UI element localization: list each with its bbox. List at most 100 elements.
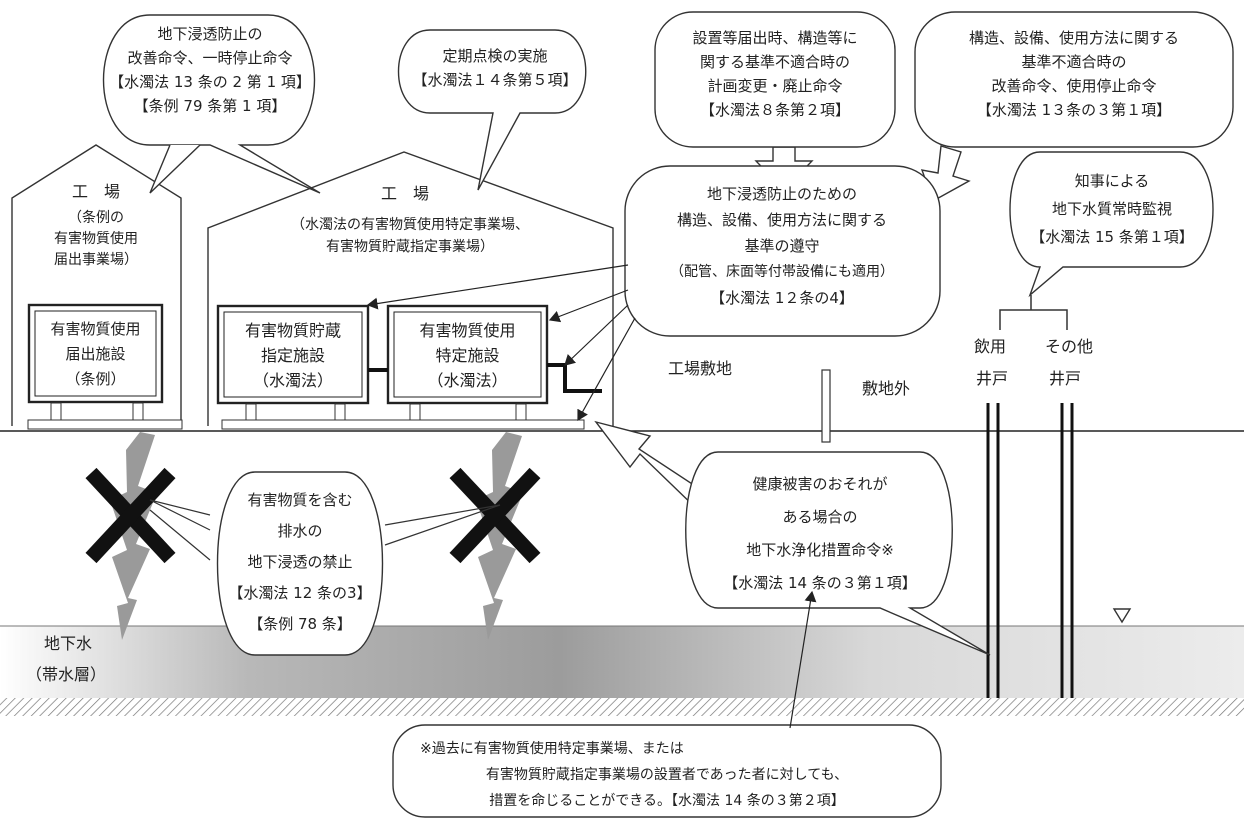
storage-facility-line-2: 指定施設	[260, 346, 325, 365]
noncompliance-text: 構造、設備、使用方法に関する 基準不適合時の 改善命令、使用停止命令 【水濁法 …	[922, 26, 1226, 122]
bubble-infiltration-ban	[216, 471, 384, 656]
periodic-inspection-line-2: 【水濁法１４条第５項】	[412, 71, 578, 89]
lightning-bolt-left	[110, 432, 157, 640]
main-factory-title: 工 場	[380, 184, 429, 203]
improvement-order-text: 地下浸透防止の 改善命令、一時停止命令 【水濁法 13 条の 2 第 1 項】 …	[100, 22, 320, 118]
plan-change-line-1: 設置等届出時、構造等に	[692, 29, 858, 47]
aquifer-band	[0, 626, 1244, 698]
periodic-inspection-line-1: 定期点検の実施	[442, 47, 548, 65]
standards-text: 地下浸透防止のための 構造、設備、使用方法に関する 基準の遵守 （配管、床面等付…	[632, 181, 932, 311]
drinking-well	[986, 403, 1000, 698]
ordinance-facility-label: 有害物質使用 届出施設 （条例）	[37, 317, 154, 392]
premises-label: 工場敷地	[668, 359, 733, 378]
improvement-order-line-4: 【条例 79 条第 1 項】	[133, 97, 287, 115]
governor-monitoring-line-3: 【水濁法 15 条第１項】	[1030, 228, 1194, 246]
footnote-text: ※過去に有害物質使用特定事業場、または 有害物質貯蔵指定事業場の設置者であった者…	[400, 736, 934, 814]
governor-monitoring-line-1: 知事による	[1074, 172, 1150, 190]
bubble-infiltration-ban-tails	[149, 499, 501, 561]
aquifer-label: （帯水層）	[26, 665, 107, 684]
water-level-icon	[1112, 608, 1132, 624]
left-factory-desc-line-2: 有害物質使用	[54, 231, 138, 247]
standards-line-3: 基準の遵守	[744, 237, 820, 255]
offsite-label: 敷地外	[862, 379, 911, 398]
infiltration-ban-line-1: 有害物質を含む	[247, 491, 353, 509]
noncompliance-line-2: 基準不適合時の	[1021, 53, 1127, 71]
left-factory-desc: （条例の 有害物質使用 届出事業場）	[20, 208, 172, 271]
main-factory-desc-line-1: （水濁法の有害物質使用特定事業場、	[291, 217, 529, 233]
drinking-well-label-1: 飲用	[974, 337, 1007, 356]
standards-line-4: （配管、床面等付帯設備にも適用）	[670, 264, 894, 280]
periodic-inspection-text: 定期点検の実施 【水濁法１４条第５項】	[400, 44, 590, 92]
specified-facility-line-2: 特定施設	[435, 346, 500, 365]
infiltration-ban-line-5: 【条例 78 条】	[248, 615, 352, 633]
main-factory-desc: （水濁法の有害物質使用特定事業場、 有害物質貯蔵指定事業場）	[230, 214, 590, 258]
ordinance-facility-line-1: 有害物質使用	[50, 320, 141, 338]
footnote-arrow	[789, 590, 817, 729]
facility-frame-storage	[216, 304, 370, 421]
bubble-plan-change	[654, 11, 896, 148]
left-factory-title: 工 場	[71, 182, 120, 201]
left-factory-desc-line-3: 届出事業場）	[54, 252, 138, 268]
facility-frame-specified	[386, 304, 549, 421]
purification-order-line-4: 【水濁法 14 条の３第１項】	[723, 574, 917, 592]
standards-line-1: 地下浸透防止のための	[706, 185, 857, 203]
left-factory-floor	[27, 419, 183, 430]
specified-facility-label: 有害物質使用 特定施設 （水濁法）	[396, 318, 539, 393]
purification-order-line-2: ある場合の	[782, 508, 858, 526]
improvement-order-line-3: 【水濁法 13 条の 2 第 1 項】	[109, 73, 311, 91]
main-factory-outline	[207, 151, 614, 426]
noncompliance-line-3: 改善命令、使用停止命令	[991, 77, 1157, 95]
bubble-governor-monitoring	[1009, 151, 1214, 298]
governor-monitoring-text: 知事による 地下水質常時監視 【水濁法 15 条第１項】	[1010, 167, 1214, 251]
plan-change-text: 設置等届出時、構造等に 関する基準不適合時の 計画変更・廃止命令 【水濁法８条第…	[660, 26, 890, 122]
standards-line-2: 構造、設備、使用方法に関する	[676, 211, 887, 229]
facility-frame-ordinance	[27, 303, 164, 421]
footnote-line-1: ※過去に有害物質使用特定事業場、または	[420, 741, 684, 757]
left-factory-desc-line-1: （条例の	[68, 210, 124, 226]
purification-order-line-1: 健康被害のおそれが	[752, 475, 888, 493]
prohibition-cross-left	[85, 467, 176, 564]
infiltration-ban-line-2: 排水の	[277, 522, 323, 540]
lightning-bolt-right	[476, 432, 523, 640]
other-well-label-1: その他	[1045, 337, 1094, 356]
footnote-line-2: 有害物質貯蔵指定事業場の設置者であった者に対しても、	[485, 767, 849, 783]
specified-facility-line-3: （水濁法）	[427, 371, 508, 390]
plan-change-line-4: 【水濁法８条第２項】	[699, 101, 850, 119]
prohibition-cross-right	[449, 467, 541, 564]
storage-facility-label: 有害物質貯蔵 指定施設 （水濁法）	[226, 318, 360, 393]
specified-facility-line-1: 有害物質使用	[419, 321, 516, 340]
bubble-noncompliance	[914, 11, 1234, 148]
noncompliance-line-1: 構造、設備、使用方法に関する	[968, 29, 1179, 47]
storage-facility-line-1: 有害物質貯蔵	[244, 321, 341, 340]
noncompliance-line-4: 【水濁法 1３条の３第１項】	[976, 101, 1172, 119]
drinking-well-label-2: 井戸	[976, 369, 1009, 388]
improvement-order-line-1: 地下浸透防止の	[157, 25, 263, 43]
outlet-pipe	[547, 363, 602, 393]
left-factory-outline	[11, 144, 182, 426]
bedrock-hatch	[0, 698, 1244, 716]
bubble-purification-order	[685, 451, 991, 656]
boundary-post	[821, 369, 831, 443]
other-well	[1060, 403, 1074, 698]
ordinance-facility-line-2: 届出施設	[65, 345, 126, 363]
infiltration-ban-line-3: 地下浸透の禁止	[247, 553, 353, 571]
monitoring-bracket	[999, 295, 1068, 330]
ordinance-facility-line-3: （条例）	[65, 370, 126, 388]
purification-order-line-3: 地下水浄化措置命令※	[746, 541, 894, 559]
bubble-periodic-inspection	[397, 29, 587, 191]
improvement-order-line-2: 改善命令、一時停止命令	[127, 49, 293, 67]
bubble-standards	[624, 165, 941, 337]
bubble-footnote	[392, 724, 942, 818]
plan-change-line-2: 関する基準不適合時の	[699, 53, 850, 71]
governor-monitoring-line-2: 地下水質常時監視	[1051, 200, 1172, 218]
infiltration-ban-line-4: 【水濁法 12 条の3】	[228, 584, 372, 602]
standards-arrows	[366, 264, 636, 422]
groundwater-label: 地下水	[44, 634, 93, 653]
main-factory-floor	[221, 419, 585, 430]
footnote-line-3: 措置を命じることができる。【水濁法 14 条の３第２項】	[489, 793, 845, 809]
other-well-label-2: 井戸	[1049, 369, 1082, 388]
purification-order-text: 健康被害のおそれが ある場合の 地下水浄化措置命令※ 【水濁法 14 条の３第１…	[690, 468, 950, 600]
bubble-improvement-order	[102, 14, 321, 194]
